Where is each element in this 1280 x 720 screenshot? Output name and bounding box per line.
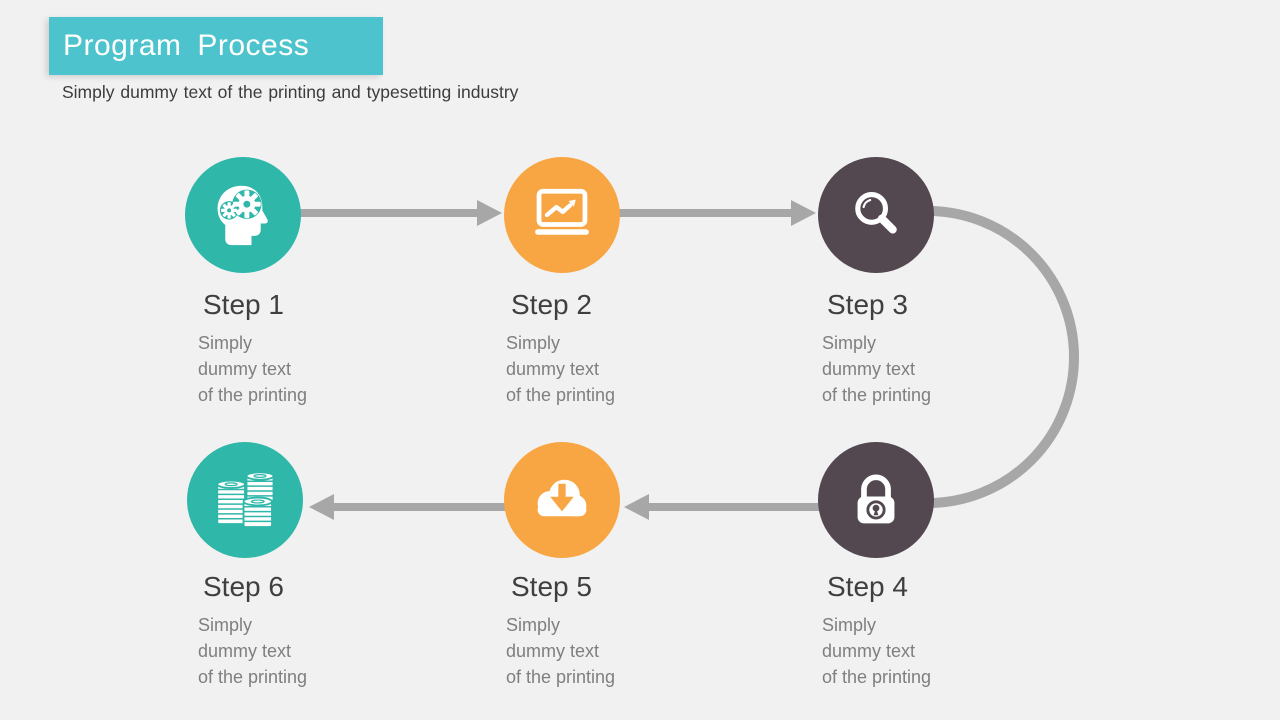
step-2-text-block: Step 2 Simply dummy text of the printing — [506, 286, 615, 408]
step-3-description: Simply dummy text of the printing — [822, 333, 932, 405]
step-6-text-block: Step 6 Simply dummy text of the printing — [198, 568, 307, 690]
step-5-circle — [504, 442, 620, 558]
step-6-description: Simply dummy text of the printing — [198, 615, 308, 687]
arrowhead-step1-step2 — [477, 200, 502, 226]
coins-icon — [209, 464, 281, 536]
step-2-circle — [504, 157, 620, 273]
step-4-text-block: Step 4 Simply dummy text of the printing — [822, 568, 931, 690]
lock-icon — [842, 466, 910, 534]
title-bar: Program Process — [49, 17, 383, 75]
step-3-label: Step 3 — [827, 289, 908, 320]
slide-title: Program Process — [63, 29, 310, 62]
step-4-label: Step 4 — [827, 571, 908, 602]
head-gears-icon — [206, 178, 280, 252]
step-5-label: Step 5 — [511, 571, 592, 602]
cloud-download-icon — [523, 461, 601, 539]
search-icon — [841, 180, 911, 250]
curve-step3-step4 — [927, 206, 1079, 508]
step-6-label: Step 6 — [203, 571, 284, 602]
slide-subtitle: Simply dummy text of the printing and ty… — [62, 82, 519, 102]
step-3-text-block: Step 3 Simply dummy text of the printing — [822, 286, 931, 408]
arrowhead-step4-step5 — [624, 494, 649, 520]
step-5-description: Simply dummy text of the printing — [506, 615, 616, 687]
step-5-text-block: Step 5 Simply dummy text of the printing — [506, 568, 615, 690]
arrowhead-step2-step3 — [791, 200, 816, 226]
step-1-label: Step 1 — [203, 289, 284, 320]
step-2-description: Simply dummy text of the printing — [506, 333, 616, 405]
step-1-description: Simply dummy text of the printing — [198, 333, 308, 405]
step-6-circle — [187, 442, 303, 558]
laptop-chart-icon — [524, 177, 600, 253]
step-3-circle — [818, 157, 934, 273]
step-1-text-block: Step 1 Simply dummy text of the printing — [198, 286, 307, 408]
arrowhead-step5-step6 — [309, 494, 334, 520]
step-1-circle — [185, 157, 301, 273]
step-4-circle — [818, 442, 934, 558]
step-2-label: Step 2 — [511, 289, 592, 320]
step-4-description: Simply dummy text of the printing — [822, 615, 932, 687]
